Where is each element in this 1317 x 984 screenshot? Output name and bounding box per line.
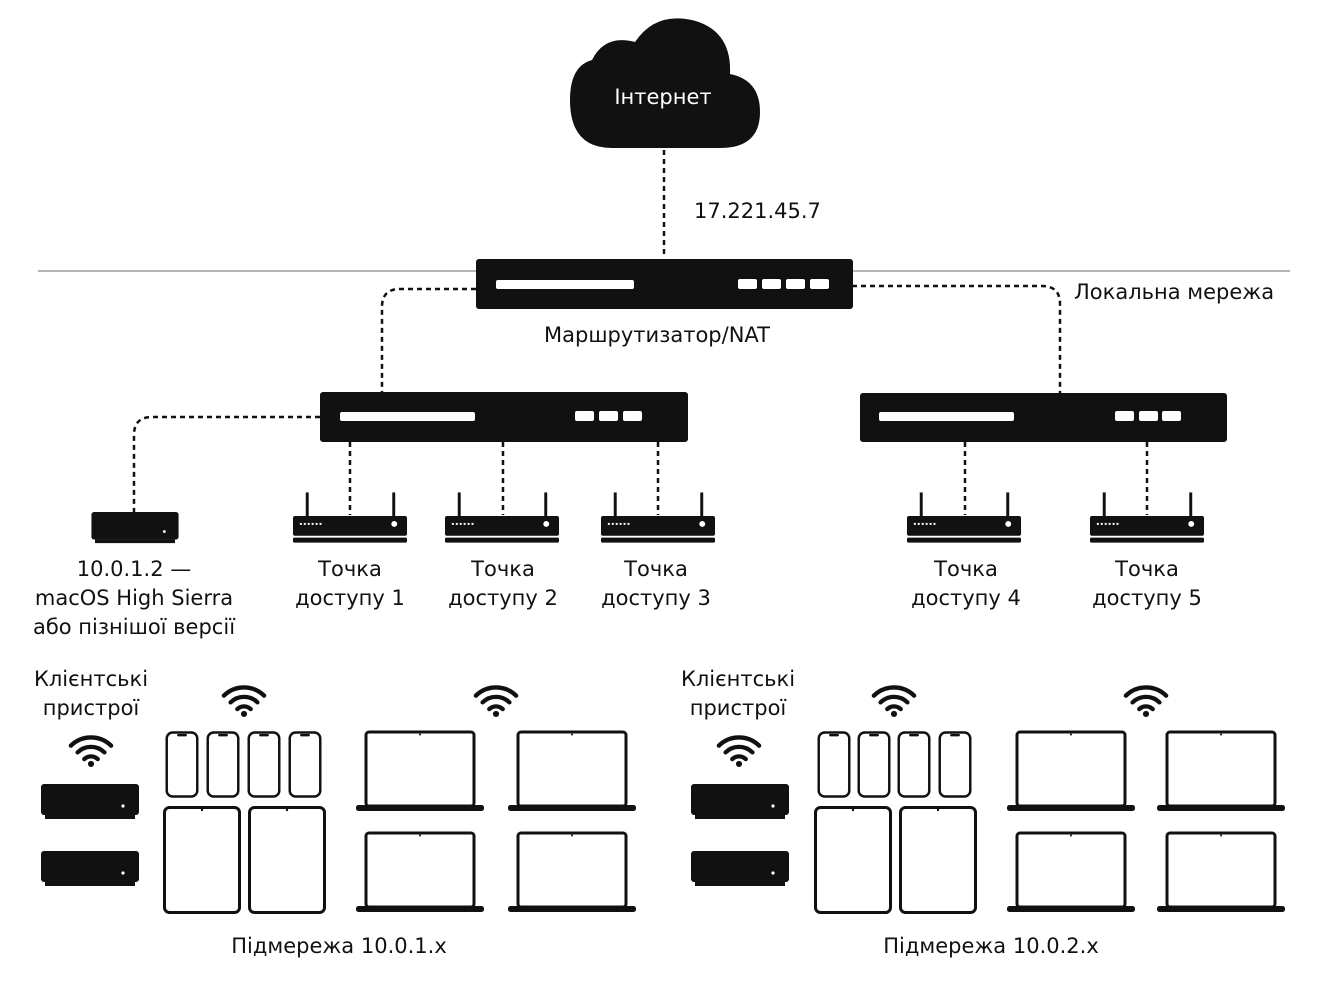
iphone-icon [288, 731, 322, 798]
router-label: Маршрутизатор/NAT [544, 323, 770, 347]
cloud-label: Інтернет [614, 85, 711, 109]
wifi-icon [1126, 687, 1166, 717]
link-router-switch-1 [380, 287, 476, 392]
mac-mini-icon [691, 851, 789, 886]
ap-1-line-1: Точка [317, 557, 382, 581]
link-router-switch-2 [852, 284, 1062, 394]
ap-1-line-2: доступу 1 [295, 586, 405, 610]
wifi-icon [71, 737, 111, 767]
iphone-icon [206, 731, 240, 798]
mac-mini-icon [691, 784, 789, 819]
link-switch-server [132, 415, 320, 512]
connection-lines [132, 150, 1149, 515]
iphone-icon [165, 731, 199, 798]
cloud-icon: Інтернет [570, 18, 760, 148]
macbook-icon [506, 831, 638, 913]
ap-3-line-1: Точка [623, 557, 688, 581]
mac-mini-icon [91, 512, 179, 544]
macbook-icon [506, 730, 638, 812]
mac-mini-icon [41, 784, 139, 819]
server-line-2: macOS High Sierra [35, 586, 233, 610]
wifi-icon [874, 687, 914, 717]
client-group-title-line-1: Клієнтські [681, 667, 795, 691]
macbook-icon [354, 730, 486, 812]
server-line-3: або пізнішої версії [33, 615, 235, 639]
ipad-icon [163, 806, 241, 914]
ipad-icon [899, 806, 977, 914]
subnet-label: Підмережа 10.0.2.x [883, 934, 1099, 958]
wifi-icon [224, 687, 264, 717]
macbook-icon [1005, 831, 1137, 913]
ap-2-line-2: доступу 2 [448, 586, 558, 610]
ap-5-line-1: Точка [1114, 557, 1179, 581]
network-switch-icon [860, 393, 1227, 442]
macbook-icon [1005, 730, 1137, 812]
client-group-title-line-2: пристрої [43, 696, 140, 720]
iphone-icon [857, 731, 891, 798]
wifi-icon [719, 737, 759, 767]
client-group-2: Клієнтські пристрої Підмережа 10.0.2.x [681, 667, 1287, 958]
subnet-label: Підмережа 10.0.1.x [231, 934, 447, 958]
wan-ip-label: 17.221.45.7 [694, 199, 821, 223]
client-group-title-line-1: Клієнтські [34, 667, 148, 691]
wifi-icon [476, 687, 516, 717]
ap-3-line-2: доступу 3 [601, 586, 711, 610]
iphone-icon [897, 731, 931, 798]
ap-5-line-2: доступу 5 [1092, 586, 1202, 610]
lan-label: Локальна мережа [1074, 280, 1274, 304]
ap-4-line-1: Точка [933, 557, 998, 581]
client-group-1: Клієнтські пристрої Підмережа 10.0.1.x [34, 667, 638, 958]
ap-4-line-2: доступу 4 [911, 586, 1021, 610]
router-icon [476, 259, 853, 309]
mac-mini-icon [41, 851, 139, 886]
client-group-title-line-2: пристрої [690, 696, 787, 720]
macbook-icon [1155, 831, 1287, 913]
iphone-icon [817, 731, 851, 798]
iphone-icon [247, 731, 281, 798]
network-switch-icon [320, 392, 688, 442]
ap-2-line-1: Точка [470, 557, 535, 581]
server-line-1: 10.0.1.2 — [77, 557, 192, 581]
ipad-icon [248, 806, 326, 914]
macbook-icon [1155, 730, 1287, 812]
ipad-icon [814, 806, 892, 914]
macbook-icon [354, 831, 486, 913]
iphone-icon [938, 731, 972, 798]
